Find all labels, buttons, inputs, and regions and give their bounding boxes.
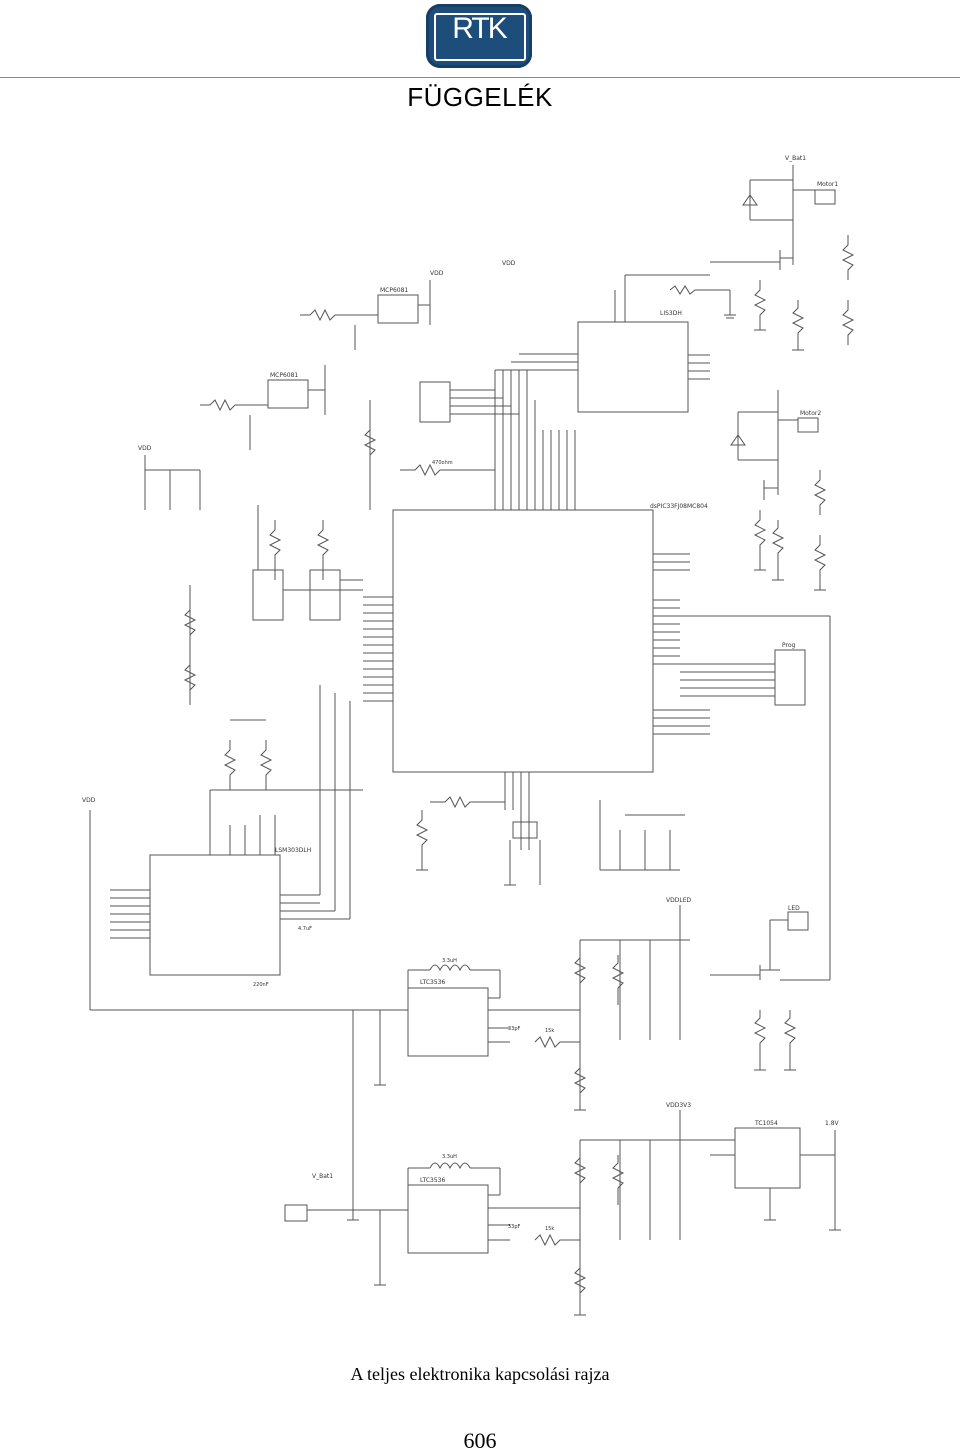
inductor-bottom-value: 3.3uH	[442, 1154, 457, 1160]
led-label: LED	[788, 905, 800, 912]
header-divider	[0, 77, 960, 78]
vdd-label-2: VDD	[502, 260, 516, 267]
cap-4u7-value: 4.7uF	[298, 926, 312, 932]
diode-1	[742, 194, 758, 206]
motor2-label: Motor2	[800, 410, 821, 417]
mcu-right-pins	[653, 553, 710, 735]
regulator-bottom-label: LTC3536	[420, 1177, 445, 1184]
motor1-connector	[814, 189, 836, 205]
sense-connector-1	[252, 569, 284, 621]
inductor-bottom	[429, 1162, 471, 1170]
mcu-left-pins	[363, 596, 393, 702]
motor1-label: Motor1	[817, 181, 838, 188]
motor2-connector	[797, 417, 819, 433]
vdd3v3-label: VDD3V3	[666, 1102, 691, 1109]
crystal	[512, 821, 538, 839]
amp-left-label: MCP6081	[270, 372, 298, 379]
res-15k-bottom: 15k	[545, 1226, 554, 1232]
amp-top	[377, 294, 419, 324]
amp-left	[267, 379, 309, 409]
prog-header	[774, 649, 806, 706]
v18-label: 1.8V	[825, 1120, 840, 1127]
figure-caption: A teljes elektronika kapcsolási rajza	[350, 1364, 610, 1384]
vbat-label-2: V_Bat1	[312, 1173, 333, 1180]
inductor-top-value: 3.3uH	[442, 958, 457, 964]
cap-220n-value: 220nF	[253, 982, 269, 988]
vdd-label-1: VDD	[430, 270, 444, 277]
vdd-label-4: VDD	[138, 445, 152, 452]
ldo-body	[734, 1127, 801, 1189]
led-connector	[787, 911, 809, 931]
vbat-label: V_Bat1	[785, 155, 806, 162]
circuit-schematic: dsPIC33FJ08MC804 LIS3DH LSM303DLH LTC353…	[82, 155, 855, 1316]
amp-top-label: MCP6081	[380, 287, 408, 294]
battery-connector	[284, 1204, 308, 1222]
inductor-top	[429, 964, 471, 972]
magnetometer-body	[149, 854, 281, 976]
ground-symbols	[347, 314, 841, 1316]
vdd-label-3: VDD	[82, 797, 96, 804]
diode-2	[730, 434, 746, 446]
prog-label: Prog	[782, 642, 796, 649]
regulator-top-body	[407, 987, 489, 1057]
accel-label: LIS3DH	[660, 310, 682, 317]
mcu-top-pins	[494, 370, 576, 510]
accel-body	[577, 321, 689, 413]
res-15k-top: 15k	[545, 1028, 554, 1034]
cap-33p-bottom: 33pF	[508, 1224, 521, 1230]
section-title: FÜGGELÉK	[407, 82, 553, 112]
rtk-logo: RTK	[426, 4, 532, 68]
mcu-bottom-pins	[504, 772, 530, 850]
mcu-label: dsPIC33FJ08MC804	[650, 503, 708, 510]
vddled-label: VDDLED	[666, 897, 691, 904]
page-number: 606	[463, 1428, 497, 1453]
regulator-top-label: LTC3536	[420, 979, 445, 986]
mcu-body	[392, 509, 654, 773]
logo-frame	[434, 13, 526, 61]
sensor-connector	[419, 381, 451, 423]
sense-connector-2	[309, 569, 341, 621]
cap-33p-top: 33pF	[508, 1026, 521, 1032]
res-470-value: 470ohm	[432, 460, 453, 466]
magnetometer-label: LSM303DLH	[275, 847, 311, 854]
logo-text: RTK	[452, 12, 507, 45]
regulator-bottom-body	[407, 1184, 489, 1254]
ldo-label: TC1054	[754, 1120, 778, 1127]
